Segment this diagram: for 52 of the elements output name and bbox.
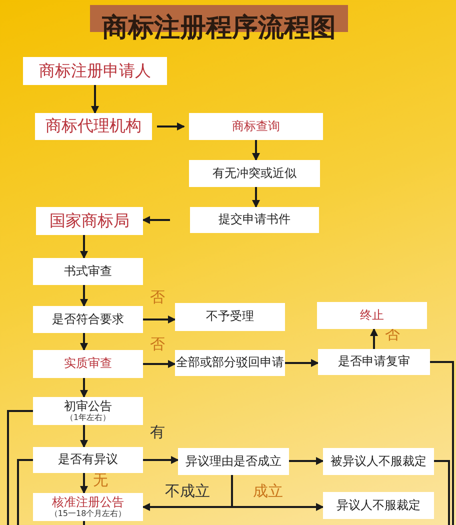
- arrow: [142, 216, 170, 224]
- arrow: [80, 473, 88, 494]
- arrow: [157, 122, 185, 130]
- connector-line: [7, 410, 33, 525]
- process-box: 书式审查: [33, 258, 143, 285]
- arrow: [289, 457, 324, 465]
- edge-label: 否: [150, 290, 165, 305]
- arrow: [143, 360, 176, 368]
- connector-line: [17, 459, 33, 525]
- arrow: [252, 140, 260, 161]
- process-box: 商标查询: [189, 113, 323, 140]
- process-box: 有无冲突或近似: [189, 160, 320, 187]
- box-heading: 核准注册公告: [52, 496, 124, 510]
- connector-line: [83, 521, 85, 525]
- process-box: 实质审查: [33, 350, 143, 378]
- arrow: [80, 425, 88, 448]
- process-box: 被异议人不服裁定: [323, 448, 434, 475]
- process-box: 异议理由是否成立: [178, 448, 289, 475]
- arrow: [80, 285, 88, 307]
- process-box: 全部或部分驳回申请: [175, 350, 285, 376]
- process-box: 国家商标局: [36, 207, 143, 235]
- box-heading: 初审公告: [64, 400, 112, 414]
- process-box: 商标代理机构: [35, 113, 152, 140]
- arrow: [80, 378, 88, 398]
- edge-label: 不成立: [165, 484, 210, 499]
- box-note: （15一18个月左右）: [50, 509, 126, 518]
- arrow: [252, 187, 260, 208]
- edge-label: 无: [93, 473, 108, 488]
- connector-line: [430, 361, 454, 525]
- process-box: [33, 397, 143, 425]
- process-box: 是否申请复审: [318, 349, 430, 375]
- edge-label: 否: [150, 337, 165, 352]
- process-box: 是否有异议: [33, 447, 143, 473]
- arrow: [143, 456, 179, 464]
- arrow: [80, 235, 88, 259]
- arrow: [91, 85, 99, 114]
- arrow: [80, 333, 88, 351]
- edge-label: 有: [150, 425, 165, 440]
- arrow: [370, 328, 378, 349]
- process-box: 是否符合要求: [33, 306, 143, 333]
- process-box: 终止: [317, 302, 427, 329]
- process-box: 商标注册申请人: [23, 57, 167, 85]
- process-box: 异议人不服裁定: [323, 492, 434, 519]
- process-box: 不予受理: [175, 303, 285, 331]
- box-note: （1年左右）: [65, 413, 111, 422]
- connector-line: [434, 460, 450, 525]
- edge-label: 成立: [253, 484, 283, 499]
- arrow: [231, 475, 324, 511]
- process-box: [33, 493, 143, 521]
- process-box: 提交申请书件: [190, 207, 319, 233]
- arrow: [143, 316, 176, 324]
- arrow: [285, 359, 319, 367]
